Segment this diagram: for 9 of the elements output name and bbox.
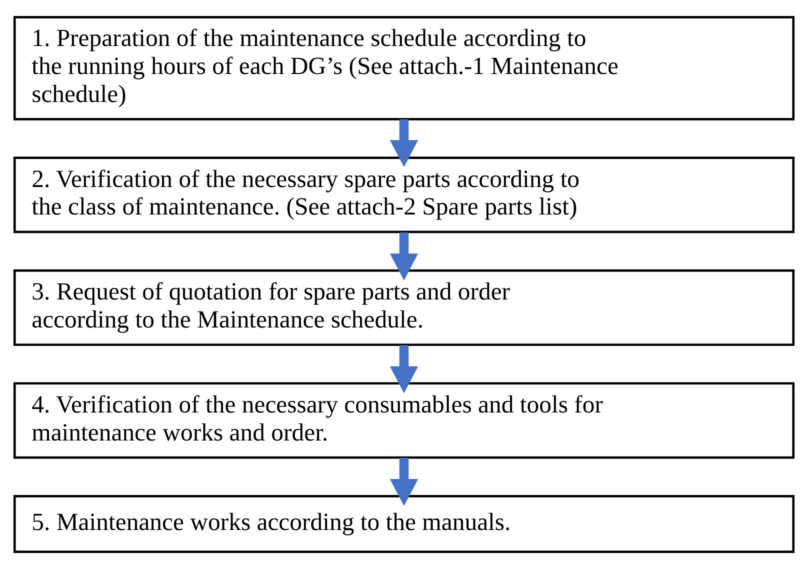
node-box: 1. Preparation of the maintenance schedule according to the running hours of each DG’s (See attach.-1 Maintenance schedule) xyxy=(13,16,795,120)
node-box: 3. Request of quotation for spare parts and order according to the Maintenance schedule. xyxy=(13,269,795,346)
arrow xyxy=(390,119,418,168)
arrow xyxy=(390,458,418,506)
arrow xyxy=(390,232,418,280)
node-box: 2. Verification of the necessary spare parts according to the class of maintenance. (See attach-2 Spare parts list) xyxy=(13,156,795,234)
arrow xyxy=(390,345,418,394)
node-box: 4. Verification of the necessary consumables and tools for maintenance works and order. xyxy=(13,382,795,459)
node-box: 5. Maintenance works according to the manuals. xyxy=(13,495,795,553)
